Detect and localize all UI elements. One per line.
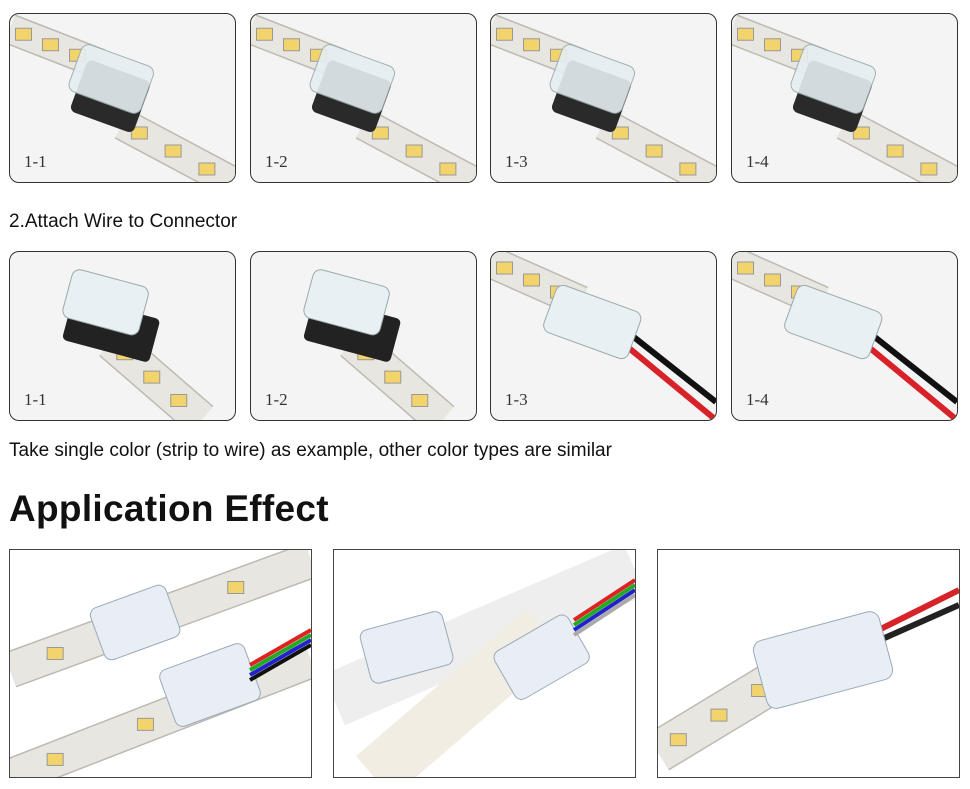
led-chip	[523, 273, 540, 287]
product-photo-illustration	[658, 587, 959, 771]
led-chip	[130, 126, 148, 140]
step1-photo-4: 1-4	[731, 13, 958, 183]
step1-photo-3: 1-3	[490, 13, 717, 183]
step2-photo-1: 1-1	[9, 251, 236, 421]
product-photo-illustration	[732, 252, 957, 420]
product-photo-illustration	[62, 269, 214, 420]
led-chip	[198, 162, 216, 176]
led-chip	[46, 752, 64, 766]
step2-photo-4: 1-4	[731, 251, 958, 421]
product-photo-illustration	[491, 14, 716, 182]
led-chip	[737, 27, 754, 41]
led-chip	[46, 647, 64, 660]
application-heading: Application Effect	[9, 488, 329, 529]
led-chip	[679, 162, 697, 176]
photo-label: 1-3	[505, 390, 528, 409]
photo-label: 1-4	[746, 152, 769, 171]
led-chip	[886, 144, 904, 158]
led-chip	[920, 162, 938, 176]
led-chip	[164, 144, 182, 158]
led-chip	[42, 38, 59, 52]
step1-photo-2: 1-2	[250, 13, 477, 183]
led-chip	[737, 261, 754, 275]
led-chip	[523, 38, 540, 52]
led-chip	[170, 394, 188, 407]
photo-label: 1-1	[24, 390, 47, 409]
application-photo-2	[333, 549, 636, 778]
example-note: Take single color (strip to wire) as exa…	[9, 440, 612, 461]
product-photo-illustration	[251, 14, 476, 182]
led-chip	[371, 126, 389, 140]
led-chip	[645, 144, 663, 158]
photo-label: 1-4	[746, 390, 769, 409]
photo-label: 1-3	[505, 152, 528, 171]
step2-photo-2: 1-2	[250, 251, 477, 421]
product-photo-illustration	[10, 14, 235, 182]
led-chip	[669, 733, 687, 747]
led-chip	[384, 370, 402, 384]
product-photo-illustration	[334, 550, 635, 777]
step2-photo-3: 1-3	[490, 251, 717, 421]
led-chip	[764, 273, 781, 287]
led-chip	[256, 27, 273, 41]
product-photo-illustration	[10, 550, 311, 777]
product-photo-illustration	[303, 269, 455, 420]
step1-photo-1: 1-1	[9, 13, 236, 183]
application-photo-3	[657, 549, 960, 778]
led-chip	[283, 38, 300, 52]
led-chip	[227, 581, 245, 594]
photo-label: 1-2	[265, 152, 288, 171]
product-photo-illustration	[732, 14, 957, 182]
led-chip	[710, 708, 728, 722]
led-chip	[439, 162, 457, 176]
led-chip	[764, 38, 781, 52]
product-photo-illustration	[491, 252, 716, 420]
led-chip	[15, 27, 32, 41]
led-chip	[852, 126, 870, 140]
led-chip	[611, 126, 629, 140]
led-chip	[411, 394, 429, 407]
step2-title: 2.Attach Wire to Connector	[9, 211, 238, 232]
led-chip	[496, 261, 513, 275]
led-chip	[405, 144, 423, 158]
led-chip	[496, 27, 513, 41]
photo-label: 1-2	[265, 390, 288, 409]
led-chip	[136, 717, 154, 731]
photo-label: 1-1	[24, 152, 47, 171]
led-chip	[143, 370, 161, 384]
application-photo-1	[9, 549, 312, 778]
